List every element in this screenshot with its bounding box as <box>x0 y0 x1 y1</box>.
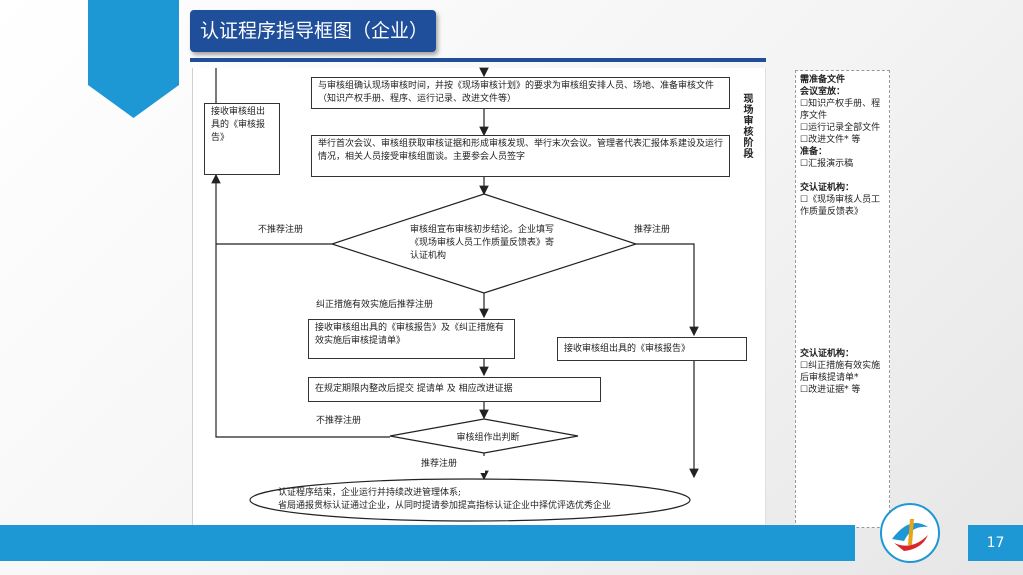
organization-logo-icon <box>880 503 940 563</box>
rectify-box: 在规定期限内整改后提交 提请单 及 相应改进证据 <box>308 377 601 402</box>
right-report-box: 接收审核组出具的《审核报告》 <box>557 337 747 361</box>
checklist-sub-meeting-room: 会议室放： <box>800 87 846 97</box>
line-not-recommend-2 <box>211 173 390 438</box>
stage-label: 现场审核阶段 <box>733 71 753 178</box>
label-not-recommend-1: 不推荐注册 <box>252 222 332 239</box>
label-not-recommend-2: 不推荐注册 <box>310 413 390 430</box>
end-text-line2: 省局通报贯标认证通过企业，从同时提请参加提高指标认证企业中择优评选优秀企业 <box>278 501 612 511</box>
left-report-box: 接收审核组出具的《审核报告》 <box>204 103 280 175</box>
line-recommend-1 <box>636 243 699 337</box>
footer-bar <box>0 525 855 561</box>
checklist-sub-submit-1: 交认证机构： <box>800 183 855 193</box>
decision-diamond-2 <box>389 418 579 454</box>
checklist-item: ☐改进文件* 等 <box>800 135 861 145</box>
page-number: 17 <box>986 535 1005 551</box>
checklist-item: ☐《现场审核人员工作质量反馈表》 <box>800 195 881 217</box>
end-text-line1: 认证程序结束，企业运行并持续改进管理体系; <box>278 488 462 498</box>
title-underline <box>190 58 766 62</box>
slide-title: 认证程序指导框图（企业） <box>190 10 436 52</box>
checklist-item: ☐运行记录全部文件 <box>800 123 881 133</box>
checklist-heading: 需准备文件 <box>800 75 846 85</box>
footer-page-box <box>968 525 1023 561</box>
label-recommend-1: 推荐注册 <box>628 222 706 239</box>
document-checklist-panel: 需准备文件 会议室放： ☐知识产权手册、程序文件 ☐运行记录全部文件 ☐改进文件… <box>795 70 890 528</box>
diamond2-text: 审核组作出判断 <box>456 433 520 443</box>
checklist-sub-submit-2: 交认证机构： <box>800 349 855 359</box>
end-terminator <box>249 478 691 522</box>
checklist-item: ☐纠正措施有效实施后审核提请单* <box>800 361 881 383</box>
meetings-box: 举行首次会议、审核组获取审核证据和形成审核发现、举行末次会议。管理者代表汇报体系… <box>311 135 730 177</box>
checklist-item: ☐汇报演示稿 <box>800 159 854 169</box>
checklist-sub-prepare: 准备： <box>800 147 828 157</box>
diamond1-text: 审核组宣布审核初步结论。企业填写《现场审核人员工作质量反馈表》寄认证机构 <box>404 222 564 265</box>
checklist-item: ☐知识产权手册、程序文件 <box>800 99 881 121</box>
schedule-audit-box: 与审核组确认现场审核时间，并按《现场审核计划》的要求为审核组安排人员、场地、准备… <box>311 77 730 109</box>
label-recommend-2: 推荐注册 <box>415 456 485 473</box>
checklist-item: ☐改进证据* 等 <box>800 385 861 395</box>
label-corrective: 纠正措施有效实施后推荐注册 <box>310 297 470 314</box>
corrective-report-box: 接收审核组出具的《审核报告》及《纠正措施有效实施后审核提请单》 <box>308 319 515 359</box>
